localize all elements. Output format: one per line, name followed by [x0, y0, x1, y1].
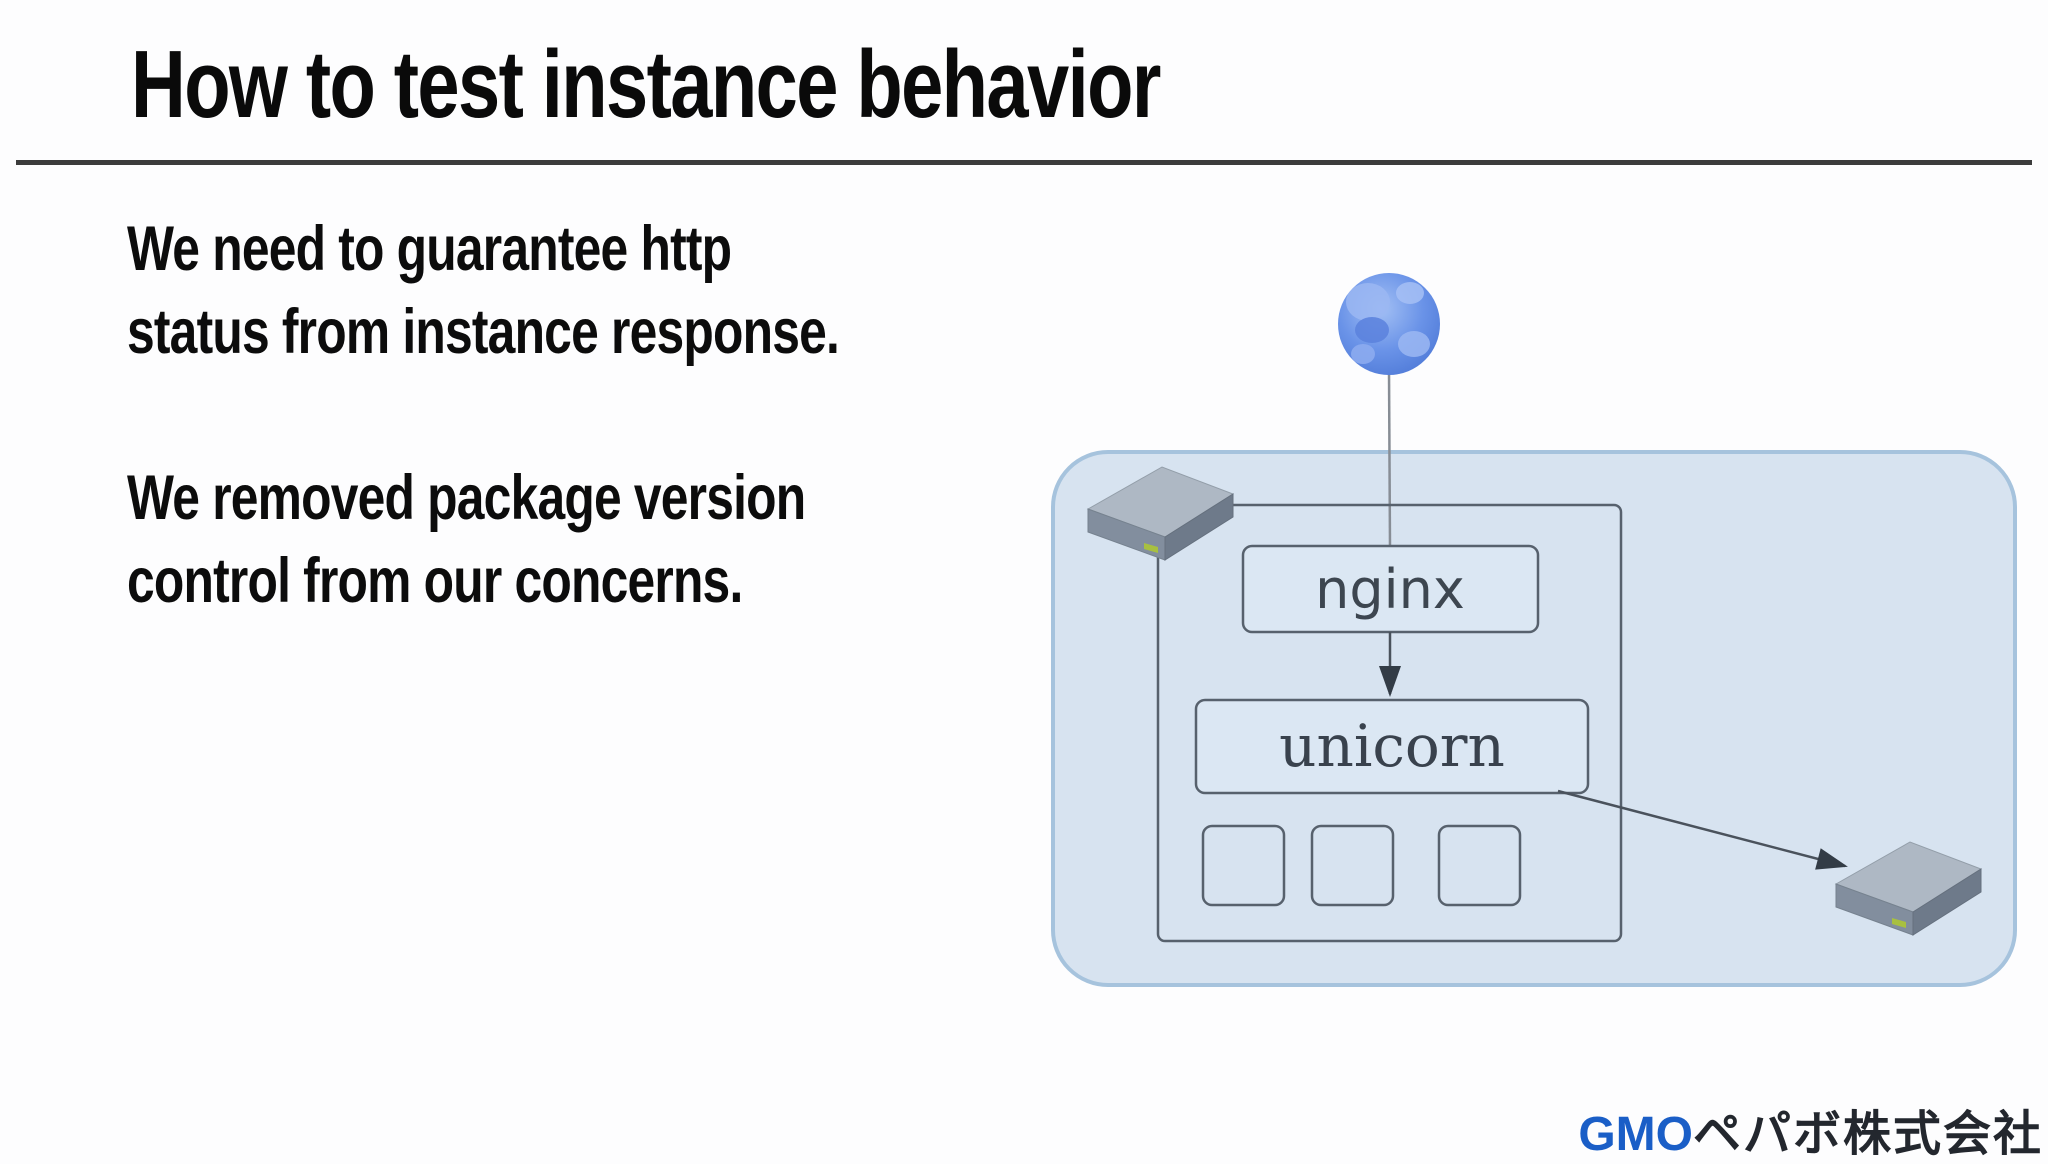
- nginx-label: nginx: [1315, 558, 1465, 621]
- company-logo: GMOペパボ株式会社: [1578, 1094, 2043, 1164]
- worker-slot: [1201, 824, 1286, 907]
- title-divider: [16, 160, 2032, 165]
- body-line: status from instance response.: [127, 297, 840, 367]
- unicorn-label: unicorn: [1279, 712, 1505, 780]
- body-line: We need to guarantee http: [127, 214, 732, 284]
- worker-slot: [1310, 824, 1395, 907]
- unicorn-node: [1194, 698, 1590, 795]
- gmo-logo-text: GMO: [1578, 1108, 1693, 1161]
- body-line: We removed package version: [127, 463, 806, 533]
- internet-globe-icon: [1338, 273, 1440, 375]
- globe-to-nginx-line: [1387, 369, 1392, 548]
- company-name-text: ペパボ株式会社: [1692, 1108, 2043, 1161]
- body-text: We need to guarantee http status from in…: [127, 208, 840, 623]
- page-title: How to test instance behavior: [131, 31, 1161, 138]
- unicorn-to-server-arrow: [1557, 789, 1848, 870]
- worker-slot: [1437, 824, 1522, 907]
- body-line: control from our concerns.: [127, 546, 743, 616]
- instance-box: [1156, 503, 1623, 943]
